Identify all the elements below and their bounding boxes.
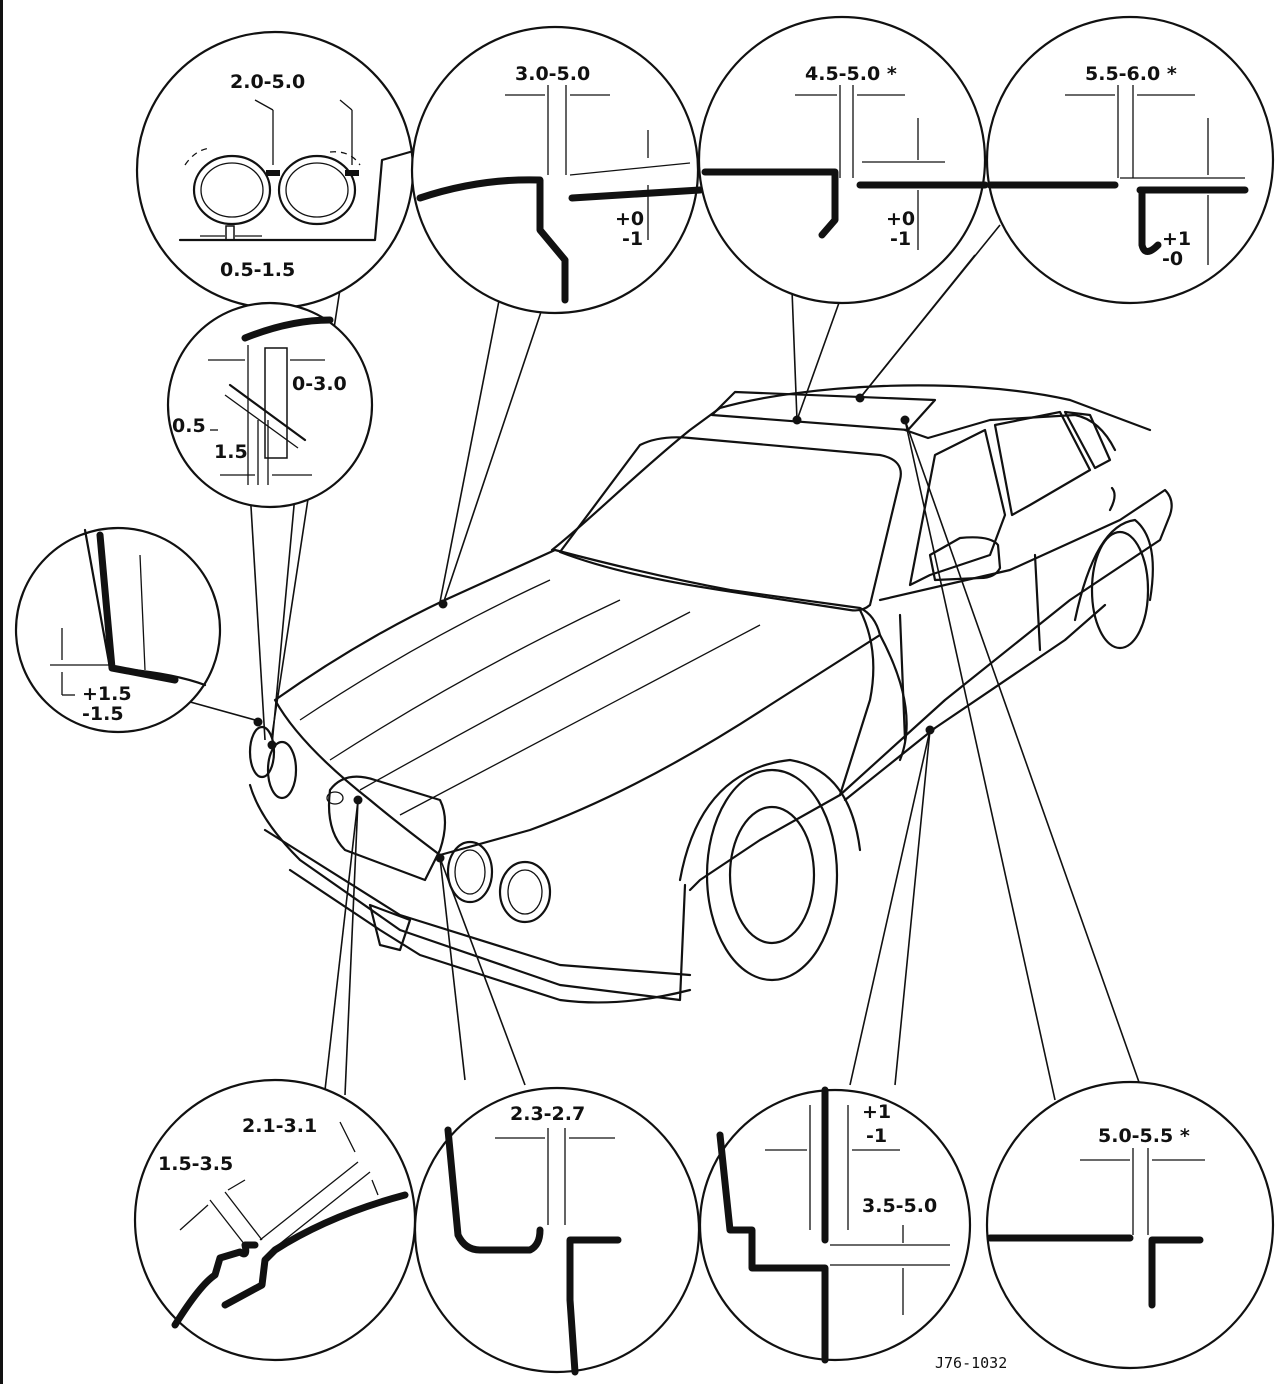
callout-bonnet-front-gap: 2.3-2.7 — [413, 1086, 701, 1376]
callout-label: 3.5-5.0 — [862, 1195, 937, 1217]
callout-bonnet-windscreen-gap: 3.0-5.0 +0 -1 — [410, 25, 704, 315]
callout-secondary-label: 1.5-3.5 — [158, 1153, 233, 1175]
car-illustration — [248, 384, 1173, 1004]
callout-flush-label-bottom: -1 — [866, 1125, 887, 1147]
front-wheel-hub — [728, 805, 816, 945]
callout-label: 2.1-3.1 — [242, 1115, 317, 1137]
callout-label: 2.3-2.7 — [510, 1103, 585, 1125]
leader-lines — [164, 157, 1141, 1101]
front-bumper — [248, 783, 687, 1002]
windscreen — [558, 436, 902, 612]
callout-label-top: +1.5 — [82, 683, 132, 705]
callout-flush-label-top: +0 — [615, 208, 644, 230]
headlamp-inner-right — [446, 840, 494, 904]
callout-door-sill-gap: +1 -1 3.5-5.0 — [698, 1086, 972, 1364]
callout-label: 0-3.0 — [292, 373, 347, 395]
headlamp-outer-left — [266, 740, 298, 800]
front-wheel — [705, 768, 839, 982]
callout-label-bottom: -1.5 — [82, 703, 124, 725]
figure-reference-code: J76-1032 — [935, 1354, 1007, 1372]
headlamp-outer-right — [498, 860, 552, 924]
bonnet — [273, 548, 882, 857]
rear-wheel-arch — [1073, 518, 1154, 622]
callout-label: 5.0-5.5 * — [1098, 1125, 1190, 1147]
callout-flush-label-bottom: -1 — [890, 228, 911, 250]
callout-sunroof-front-gap: 4.5-5.0 * +0 -1 — [697, 15, 989, 305]
rear-wheel — [1090, 530, 1150, 650]
headlamp-inner-left — [248, 725, 276, 779]
callout-flush-label-top: +1 — [862, 1101, 891, 1123]
callout-bonnet-wing-flush: +1.5 -1.5 — [14, 526, 222, 734]
bonnet-badge — [326, 791, 344, 805]
left-frame-rule — [0, 0, 3, 1384]
callout-sunroof-rear-gap: 5.5-6.0 * +1 -0 — [985, 15, 1275, 305]
callout-flush-label-top: +1 — [1162, 228, 1191, 250]
callout-flush-label-bottom: -1 — [622, 228, 643, 250]
callout-sunroof-side-gap: 5.0-5.5 * — [985, 1080, 1275, 1370]
sill-line — [843, 603, 1107, 802]
callout-headlamp-ring-gap: 2.0-5.0 0.5-1.5 — [135, 30, 415, 310]
callout-grille-surround-gap: 2.1-3.1 1.5-3.5 — [133, 1078, 417, 1362]
callout-flush-label-bottom: -0 — [1162, 248, 1183, 270]
callout-flush-label-top: +0 — [886, 208, 915, 230]
callout-label: 4.5-5.0 * — [805, 63, 897, 85]
callout-headlamp-bezel-gap: 0-3.0 0.5 1.5 — [166, 301, 374, 509]
callout-label: 5.5-6.0 * — [1085, 63, 1177, 85]
sunroof — [710, 390, 937, 432]
front-wheel-arch — [678, 758, 862, 882]
callout-label: 2.0-5.0 — [230, 71, 305, 93]
callout-secondary-label-bottom: 1.5 — [214, 441, 248, 463]
grille — [327, 775, 447, 882]
door-mirror — [928, 536, 1002, 582]
number-plate — [368, 903, 412, 952]
callout-label: 3.0-5.0 — [515, 63, 590, 85]
callout-secondary-label: 0.5-1.5 — [220, 259, 295, 281]
callout-secondary-label-top: 0.5 — [172, 415, 206, 437]
